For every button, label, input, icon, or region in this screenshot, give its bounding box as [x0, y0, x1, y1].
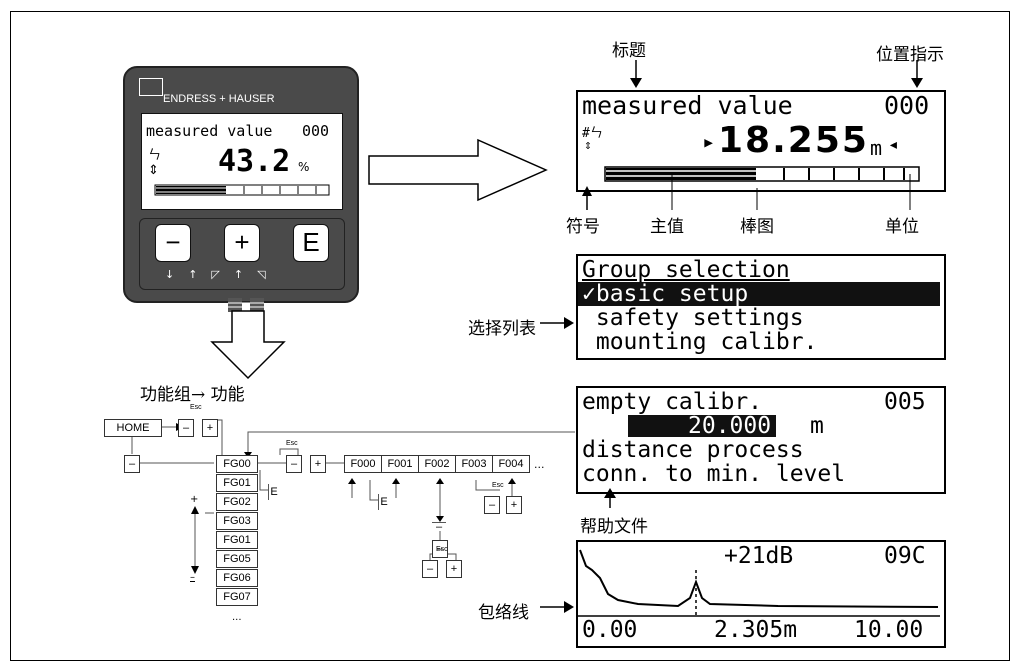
- label-position: 位置指示: [876, 45, 944, 65]
- device-connector: [228, 298, 264, 312]
- label-fg-to-f: 功能组→ 功能: [140, 385, 245, 405]
- f003-plus-key[interactable]: +: [506, 496, 522, 514]
- device-screen-value: 43.2: [218, 144, 291, 179]
- d4-envelope-curve: [578, 549, 940, 618]
- d3-value: 20.000: [688, 413, 772, 439]
- device-button-row: [139, 218, 345, 290]
- arrows-display1-top: [630, 60, 923, 88]
- d3-position: 005: [884, 389, 926, 415]
- d2-line-1: Group selection: [582, 257, 790, 283]
- device-screen-unit: %: [298, 160, 310, 174]
- d2-line-3[interactable]: safety settings: [582, 305, 804, 331]
- display-measured-value: measured value 000 #ㄣ ⇕ ▸ 18.255 m ◂: [576, 90, 946, 192]
- right-arrow: [368, 138, 548, 202]
- eh-logo: [139, 78, 163, 96]
- fg-item-0[interactable]: FG00: [216, 455, 258, 473]
- device-brand: ENDRESS + HAUSER: [163, 93, 275, 105]
- d1-position: 000: [884, 91, 930, 120]
- fg-item-3[interactable]: FG03: [216, 512, 258, 530]
- d1-main-value: 18.255: [718, 120, 869, 161]
- label-title: 标题: [612, 41, 646, 61]
- esc-label-home: Esc: [190, 404, 202, 411]
- fg-item-4[interactable]: FG01: [216, 531, 258, 549]
- f002-minus-key-1[interactable]: –: [432, 522, 446, 533]
- f-item-3[interactable]: F003: [455, 455, 493, 473]
- home-plus-key[interactable]: +: [202, 419, 218, 437]
- d4-x-end: 10.00: [854, 617, 924, 643]
- f002-plus-key[interactable]: +: [446, 560, 462, 578]
- label-select-list: 选择列表: [468, 319, 536, 339]
- home-minus-key[interactable]: –: [178, 419, 194, 437]
- display-envelope: +21dB 09C 0.00 2.305m 10.00: [576, 540, 946, 648]
- fg-item-5[interactable]: FG05: [216, 550, 258, 568]
- d3-value-field[interactable]: [628, 415, 776, 437]
- f-item-1[interactable]: F001: [381, 455, 419, 473]
- esc-label-f003: Esc: [492, 482, 504, 489]
- f002-minus-key-2[interactable]: –: [432, 540, 448, 558]
- device-screen-bargraph: [154, 184, 330, 196]
- plus-button[interactable]: +: [224, 224, 260, 262]
- down-arrow: [210, 310, 286, 380]
- minus-button[interactable]: −: [155, 224, 191, 262]
- d2-line-4[interactable]: mounting calibr.: [582, 329, 818, 355]
- device-screen-position: 000: [302, 122, 330, 140]
- d1-unit: m: [870, 136, 883, 160]
- f-item-4[interactable]: F004: [492, 455, 530, 473]
- arrow-select-list: [540, 317, 574, 329]
- label-envelope: 包络线: [478, 603, 529, 623]
- f-item-0[interactable]: F000: [344, 455, 382, 473]
- label-bargraph: 棒图: [740, 217, 774, 237]
- fg-plus-key[interactable]: +: [310, 455, 326, 473]
- fg-item-1[interactable]: FG01: [216, 474, 258, 492]
- esc-label-fg: Esc: [286, 440, 298, 447]
- fg-ellipsis: ...: [232, 612, 242, 623]
- fg-item-2[interactable]: FG02: [216, 493, 258, 511]
- arrows-display1-bottom: [582, 174, 911, 210]
- fg-e-key[interactable]: E: [268, 484, 279, 500]
- d4-x-start: 0.00: [582, 617, 638, 643]
- d3-line-4: conn. to min. level: [582, 461, 846, 487]
- label-help-text: 帮助文件: [580, 517, 648, 537]
- d4-x-mid: 2.305m: [714, 617, 798, 643]
- d3-unit: m: [810, 413, 824, 439]
- enter-button[interactable]: E: [293, 224, 329, 262]
- device-screen: measured value 000 ㄣ⇕ 43.2 %: [141, 113, 343, 210]
- device-key-hints: ↓↑◸↑◹: [165, 268, 280, 281]
- fg-item-6[interactable]: FG06: [216, 569, 258, 587]
- display-empty-calibr: empty calibr. 005 20.000 m distance proc…: [576, 386, 946, 494]
- home-down-minus-key[interactable]: –: [124, 455, 140, 473]
- label-symbol: 符号: [566, 217, 600, 237]
- diagram-frame: [10, 11, 1010, 661]
- f-item-2[interactable]: F002: [418, 455, 456, 473]
- arrow-envelope: [540, 601, 574, 613]
- d1-title: measured value: [582, 91, 793, 120]
- d3-line-1: empty calibr.: [582, 389, 763, 415]
- f000-e-key[interactable]: E: [378, 494, 389, 510]
- label-main-value: 主值: [650, 217, 684, 237]
- d1-left-marker: ▸: [702, 130, 716, 155]
- display-group-selection: Group selection ✓basic setup safety sett…: [576, 254, 946, 360]
- f003-minus-key[interactable]: –: [484, 496, 500, 514]
- esc-label-f002: Esc: [436, 546, 448, 553]
- home-button[interactable]: HOME: [104, 419, 162, 437]
- d4-db: +21dB: [724, 543, 794, 569]
- side-minus-key[interactable]: –: [190, 572, 195, 583]
- f-ellipsis: ...: [534, 458, 545, 471]
- d1-symbol-hash: #ㄣ: [582, 126, 603, 141]
- device-screen-title: measured value: [146, 122, 273, 140]
- d1-bargraph: [604, 166, 920, 182]
- f002-minus-key-3[interactable]: –: [422, 560, 438, 578]
- fg-minus-key[interactable]: –: [286, 455, 302, 473]
- d4-code: 09C: [884, 543, 926, 569]
- arrow-help-text: [604, 488, 616, 508]
- d1-right-marker: ◂: [888, 134, 899, 155]
- device-screen-symbol: ㄣ⇕: [148, 148, 162, 178]
- d2-line-2-selected[interactable]: ✓basic setup: [578, 282, 940, 306]
- label-unit: 单位: [885, 217, 919, 237]
- d3-line-3: distance process: [582, 437, 804, 463]
- fg-item-7[interactable]: FG07: [216, 588, 258, 606]
- d1-symbol-arrows: ⇕: [584, 138, 592, 153]
- side-plus-key[interactable]: +: [190, 494, 199, 505]
